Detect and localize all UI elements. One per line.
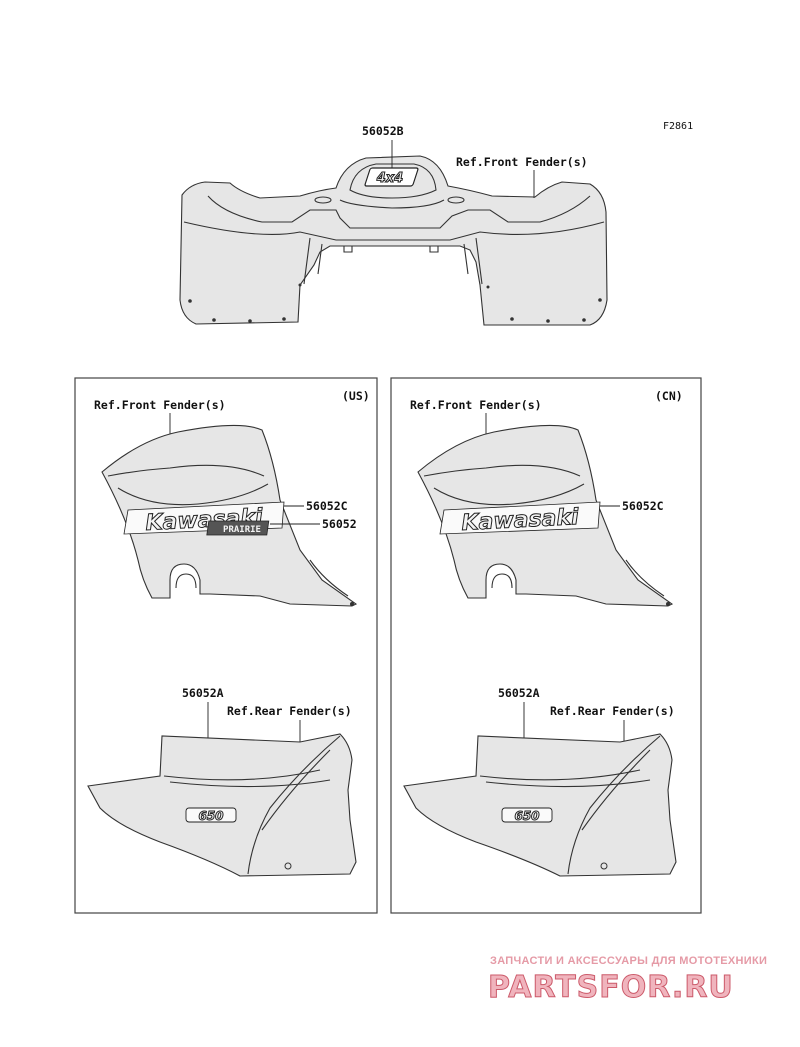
cn-part-56052c: 56052C (622, 499, 664, 513)
emblem-4x4-text: 4x4 (376, 171, 403, 186)
watermark-site: PARTSFOR.RU (488, 970, 734, 1005)
us-prairie-decal: PRAIRIE (206, 520, 270, 536)
cn-rear-fender-side: 650 (403, 733, 677, 877)
panel-cn-front-reference: Ref.Front Fender(s) (410, 398, 542, 412)
us-rear-fender-side: 650 (87, 733, 357, 877)
us-650-emblem: 650 (185, 807, 237, 824)
cn-650-text: 650 (514, 809, 539, 823)
4x4-emblem: 4x4 (364, 167, 419, 187)
top-part-number: 56052B (362, 124, 404, 138)
diagram-code: F2861 (663, 121, 693, 132)
top-reference: Ref.Front Fender(s) (456, 155, 588, 169)
panel-cn: (CN) Ref.Front Fender(s) Kawasaki 56052C… (390, 377, 702, 914)
front-fender-assembly: 4x4 (179, 155, 608, 326)
us-rear-reference: Ref.Rear Fender(s) (227, 704, 352, 718)
us-prairie-text: PRAIRIE (223, 525, 261, 535)
panel-us-region: (US) (342, 389, 370, 403)
watermark-tagline: ЗАПЧАСТИ И АКСЕССУАРЫ ДЛЯ МОТОТЕХНИКИ (490, 955, 767, 967)
panel-cn-frame (390, 377, 702, 914)
cn-kawasaki-decal: Kawasaki (439, 501, 601, 537)
panel-us: (US) Ref.Front Fender(s) Kawasaki PRAIRI… (74, 377, 378, 914)
panel-us-front-reference: Ref.Front Fender(s) (94, 398, 226, 412)
panel-us-frame (74, 377, 378, 914)
us-part-56052c: 56052C (306, 499, 348, 513)
cn-rear-reference: Ref.Rear Fender(s) (550, 704, 675, 718)
watermark: ЗАПЧАСТИ И АКСЕССУАРЫ ДЛЯ МОТОТЕХНИКИ PA… (488, 955, 767, 1006)
cn-rear-part-number: 56052A (498, 686, 540, 700)
us-part-56052: 56052 (322, 517, 357, 531)
us-rear-part-number: 56052A (182, 686, 224, 700)
us-650-text: 650 (198, 809, 223, 823)
panel-cn-region: (CN) (655, 389, 683, 403)
cn-650-emblem: 650 (501, 807, 553, 824)
us-front-fender-side: Kawasaki PRAIRIE (101, 424, 358, 607)
cn-front-fender-side: Kawasaki (417, 424, 674, 607)
